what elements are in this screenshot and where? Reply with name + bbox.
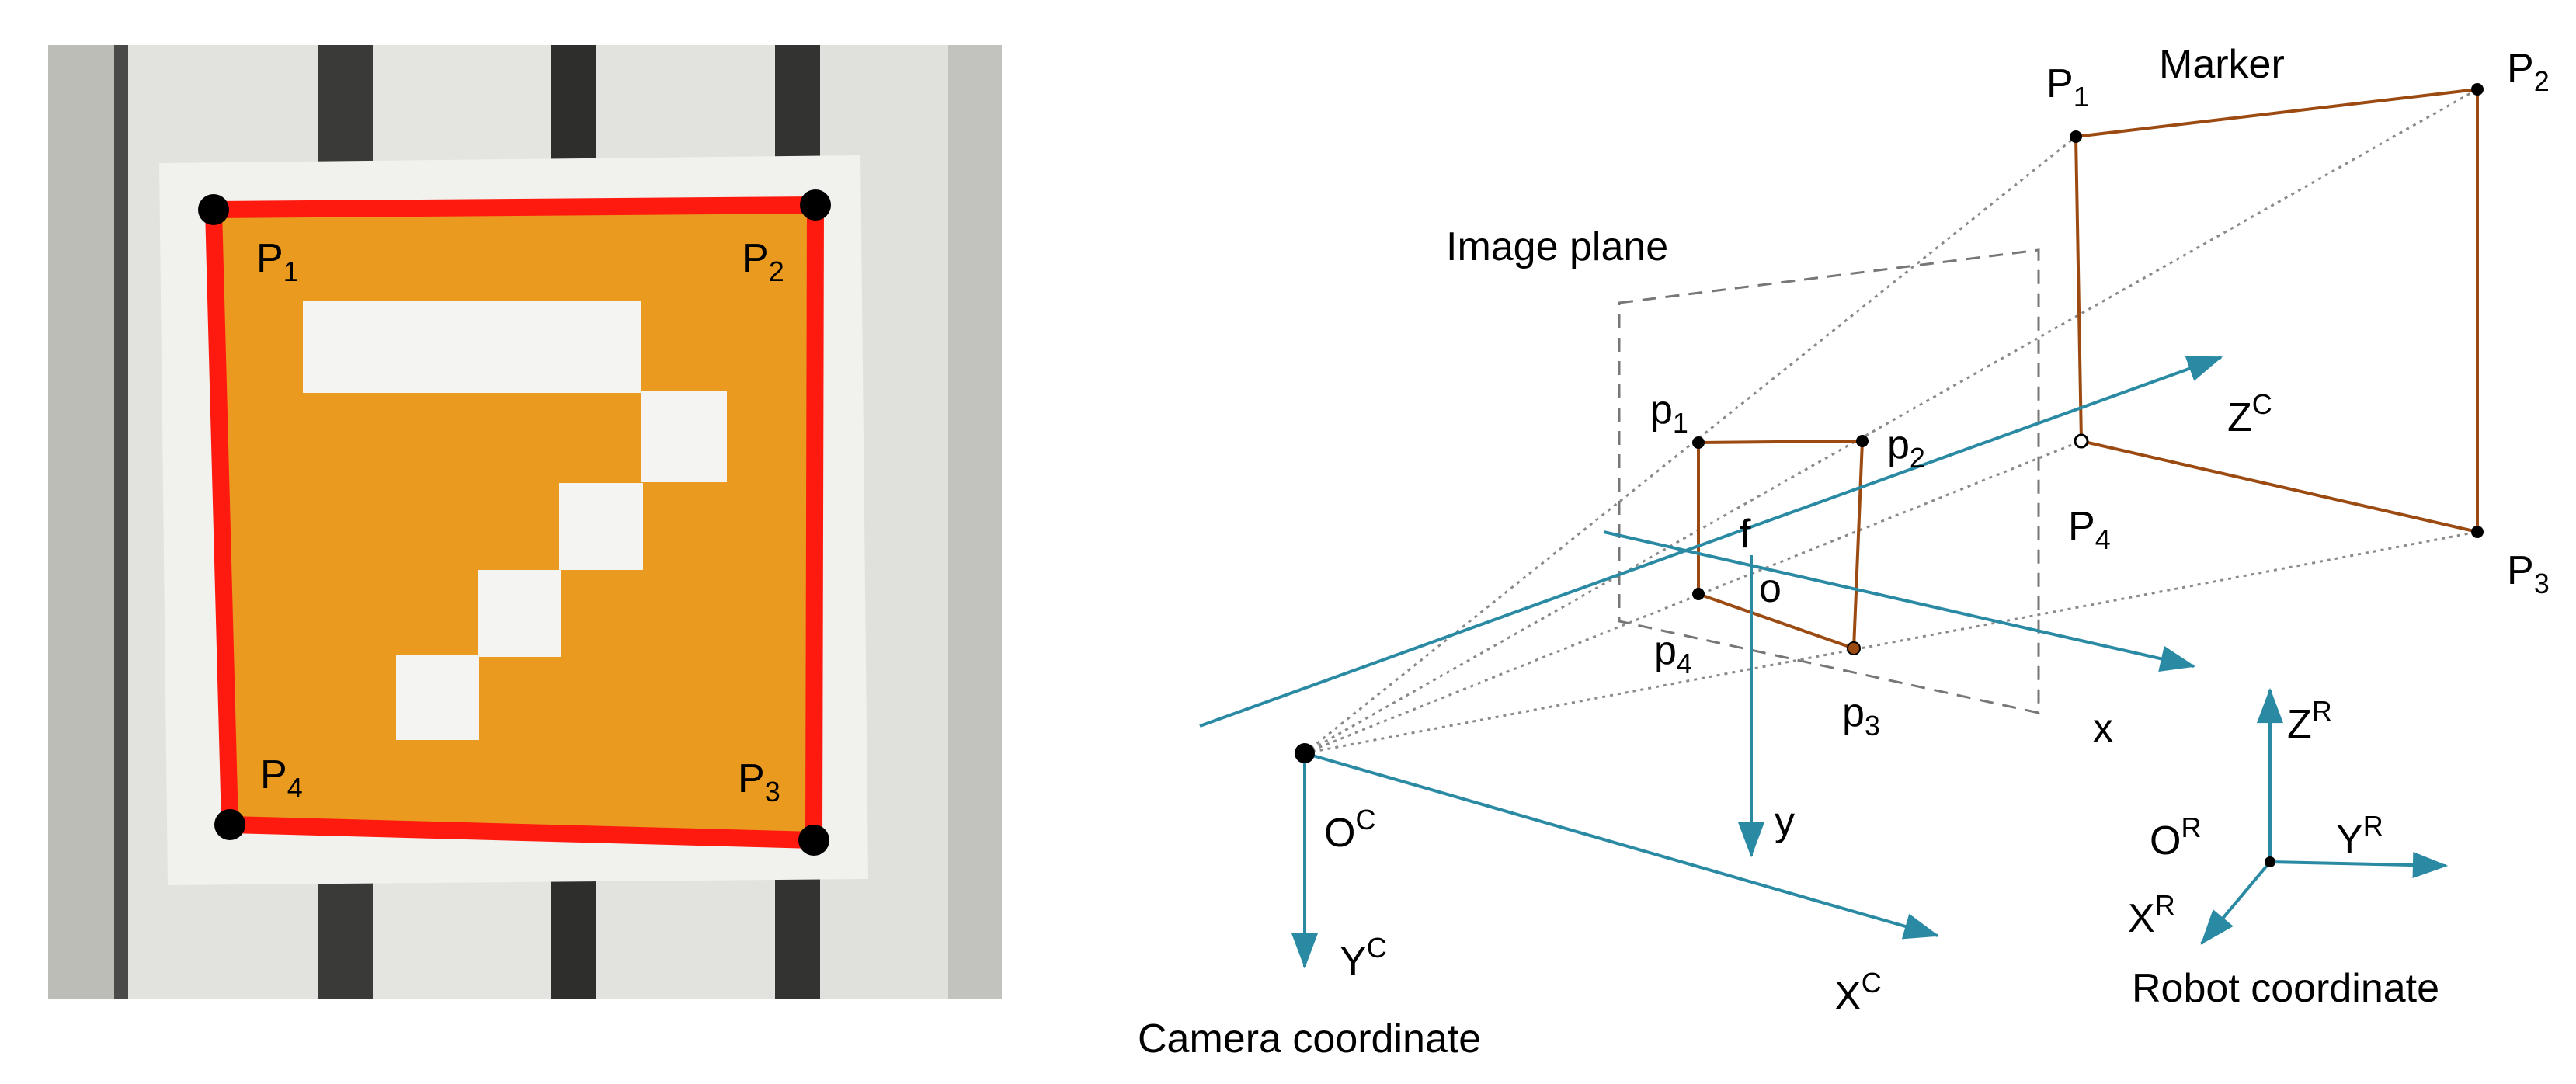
marker-orange-field [214, 205, 815, 840]
robot-z-label: ZR [2287, 695, 2332, 747]
marker-point-dot-1 [2070, 130, 2082, 143]
marker-label: Marker [2159, 42, 2285, 87]
photo-corner-label-1: P1 [256, 236, 299, 287]
photo-corner-dot-4 [214, 809, 245, 840]
image-point-label-3: p3 [1842, 690, 1880, 742]
marker-point-dot-4 [2074, 433, 2089, 449]
image-point-dot-1 [1692, 436, 1705, 449]
image-point-dot-2 [1856, 435, 1869, 447]
camera-origin-dot [1295, 743, 1315, 763]
projection-rays [1304, 88, 2478, 755]
image-point-label-4: p4 [1654, 628, 1692, 679]
robot-origin-dot [2265, 856, 2275, 867]
image-point-label-2: p2 [1887, 422, 1925, 474]
image-point-dot-4 [1692, 588, 1705, 600]
robot-x-axis [2200, 860, 2272, 945]
camera-x-label: XC [1834, 967, 1882, 1019]
projection-diagram: Marker Image plane P1 P2 P3 P4 p1 p2 p3 … [1138, 42, 2550, 1061]
photo-corner-label-4: P4 [260, 752, 303, 804]
focal-length-label: f [1740, 512, 1751, 557]
photo-corner-dot-2 [800, 189, 831, 221]
marker-point-label-2: P2 [2507, 46, 2550, 97]
marker-point-label-4: P4 [2068, 504, 2111, 555]
robot-x-label: XR [2128, 889, 2175, 941]
robot-y-label: YR [2336, 810, 2383, 862]
image-point-label-1: p1 [1650, 387, 1688, 439]
robot-caption: Robot coordinate [2132, 966, 2439, 1011]
robot-y-axis [2269, 852, 2449, 879]
marker-pattern [303, 301, 727, 740]
image-x-label: x [2093, 706, 2113, 751]
photo-corner-label-2: P2 [742, 236, 784, 287]
image-point-dot-3 [1847, 641, 1861, 655]
principal-point-label: o [1759, 566, 1782, 611]
camera-optical-axis [1199, 356, 2223, 728]
camera-z-label: ZC [2227, 388, 2272, 440]
marker-photo: P1 P2 P3 P4 [48, 45, 1002, 999]
marker-point-dot-3 [2471, 526, 2484, 538]
marker-point-label-1: P1 [2046, 61, 2089, 113]
robot-axes [2200, 687, 2449, 945]
photo-corner-dot-3 [798, 825, 829, 856]
camera-origin-label: OC [1324, 804, 1375, 856]
image-quad [1697, 439, 1865, 651]
image-plane [1618, 248, 2040, 714]
camera-caption: Camera coordinate [1138, 1016, 1481, 1061]
photo-corner-dot-1 [198, 194, 229, 225]
image-y-label: y [1775, 799, 1795, 844]
marker-quad [2074, 87, 2479, 534]
image-axes [1603, 530, 2196, 858]
image-x-axis [1603, 530, 2196, 672]
camera-y-label: YC [1340, 932, 1387, 984]
robot-origin-label: OR [2150, 811, 2201, 863]
marker-point-label-3: P3 [2507, 548, 2550, 599]
camera-axes [1199, 356, 2223, 969]
marker-point-dot-2 [2471, 83, 2484, 96]
image-plane-label: Image plane [1446, 224, 1668, 269]
camera-x-axis [1304, 752, 1940, 940]
photo-corner-label-3: P3 [738, 756, 780, 808]
